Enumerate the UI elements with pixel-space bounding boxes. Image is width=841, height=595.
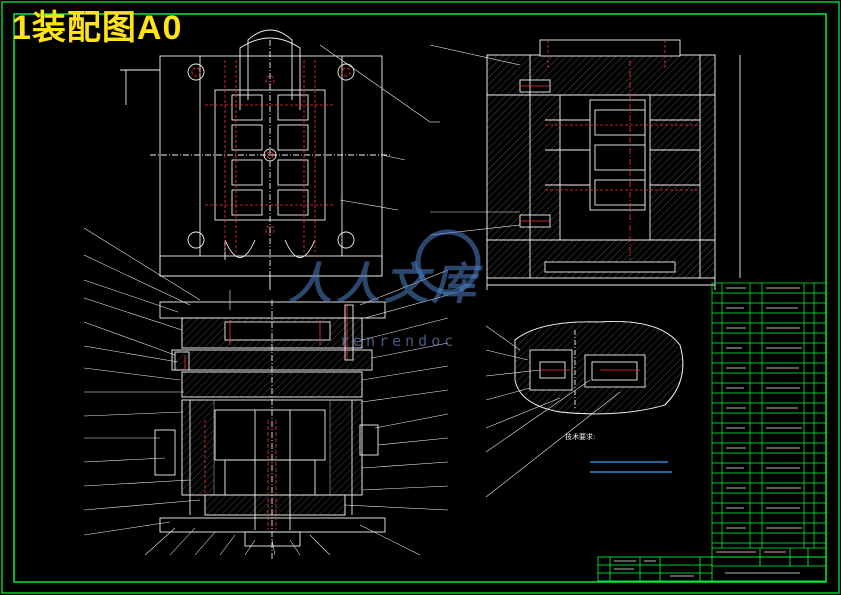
- detail-view: [514, 321, 684, 415]
- cooling-lines-plan: [191, 60, 351, 252]
- tech-requirements-label: 技术要求:: [565, 433, 596, 441]
- top-plan-view: [120, 29, 392, 290]
- front-leaders-left: [83, 227, 331, 556]
- title-block-entries: [614, 551, 800, 577]
- title-block: [597, 548, 827, 582]
- cooling-lines-section: [520, 40, 700, 260]
- watermark-subtext: renrendoc: [340, 332, 458, 350]
- section-view-top-right: [486, 39, 741, 290]
- tech-notes: [590, 461, 672, 473]
- cooling-lines-front: [184, 305, 348, 530]
- parts-list-table: [711, 282, 827, 549]
- front-section-view: [154, 300, 386, 560]
- detail-leaders: [485, 325, 621, 498]
- drawing-title: 1装配图A0: [12, 9, 183, 47]
- parts-list-entries: [726, 287, 802, 529]
- watermark-text: 人人文库: [288, 259, 480, 310]
- plan-leaders: [229, 44, 440, 310]
- front-leaders-right: [344, 269, 449, 556]
- watermark-ring: [415, 229, 481, 295]
